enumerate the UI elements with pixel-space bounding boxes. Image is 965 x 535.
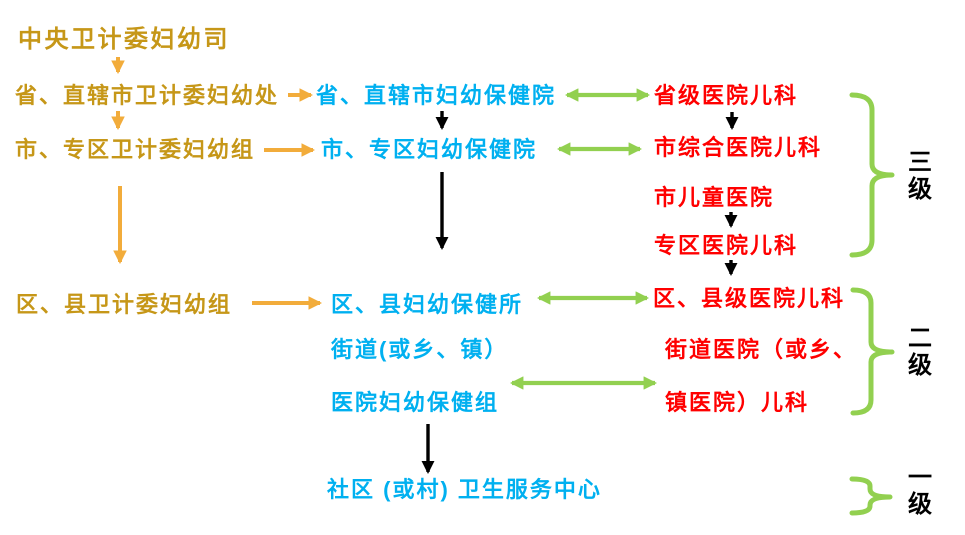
node-health-district: 区、县妇幼保健所: [331, 292, 524, 317]
node-central-ministry: 中央卫计委妇幼司: [18, 26, 230, 53]
node-hospital-city-general: 市综合医院儿科: [654, 135, 823, 160]
node-hospital-street-line2: 镇医院）儿科: [665, 390, 810, 415]
node-admin-district: 区、县卫计委妇幼组: [16, 292, 233, 317]
brace-tertiary: [849, 92, 895, 258]
node-admin-province: 省、直辖市卫计委妇幼处: [15, 83, 280, 108]
node-hospital-prefecture: 专区医院儿科: [654, 233, 799, 258]
node-hospital-city-children: 市儿童医院: [654, 185, 775, 210]
node-admin-city: 市、专区卫计委妇幼组: [15, 137, 256, 162]
node-health-street-line1: 街道(或乡、镇）: [331, 337, 509, 362]
label-level-primary: 一级: [908, 464, 932, 518]
label-level-tertiary: 三级: [908, 149, 932, 203]
brace-secondary: [850, 287, 895, 416]
label-level-secondary: 二级: [908, 325, 932, 379]
brace-primary: [849, 476, 893, 516]
node-health-province: 省、直辖市妇幼保健院: [316, 83, 557, 108]
node-hospital-district: 区、县级医院儿科: [653, 286, 846, 311]
node-hospital-province: 省级医院儿科: [654, 83, 799, 108]
node-health-city: 市、专区妇幼保健院: [321, 137, 538, 162]
node-health-community: 社区 (或村) 卫生服务中心: [327, 477, 602, 502]
node-health-street-line2: 医院妇幼保健组: [331, 390, 500, 415]
node-hospital-street-line1: 街道医院（或乡、: [665, 337, 858, 362]
